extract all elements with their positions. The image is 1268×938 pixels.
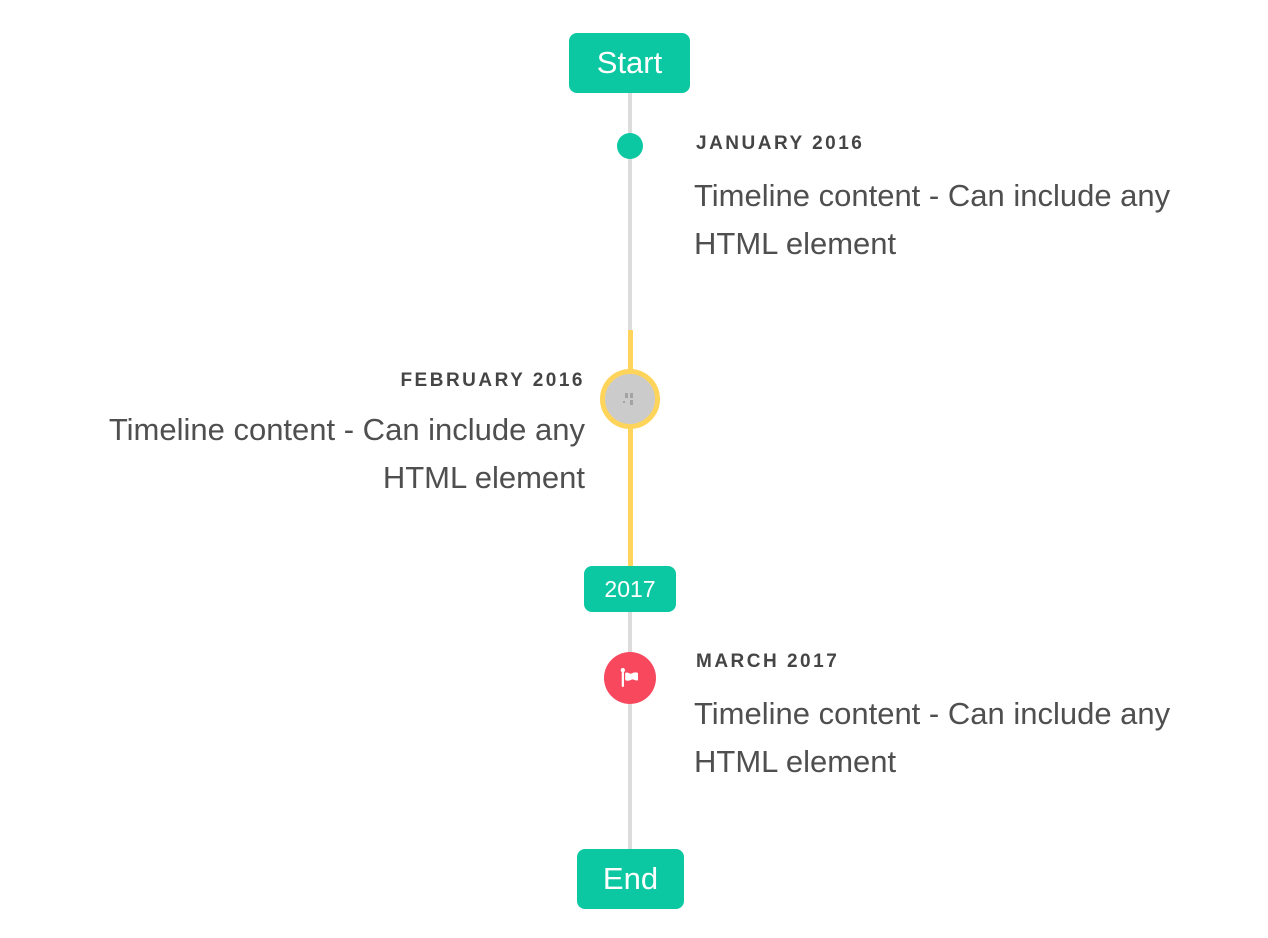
start-button[interactable]: Start [569,33,690,93]
item-date: JANUARY 2016 [696,133,865,154]
item-content: Timeline content - Can include any HTML … [694,178,1171,261]
item-content: Timeline content - Can include any HTML … [694,696,1171,779]
flag-marker [604,652,656,704]
flag-icon [617,665,644,692]
teal-dot-marker [617,133,643,159]
timeline-line-highlight-segment [627,330,633,567]
item-date: FEBRUARY 2016 [400,370,585,391]
image-marker [600,369,660,429]
year-2017-badge[interactable]: 2017 [584,566,676,612]
item-content: Timeline content - Can include any HTML … [108,412,585,495]
end-button[interactable]: End [577,849,684,909]
item-date: MARCH 2017 [696,651,840,672]
broken-image-icon [621,392,639,407]
